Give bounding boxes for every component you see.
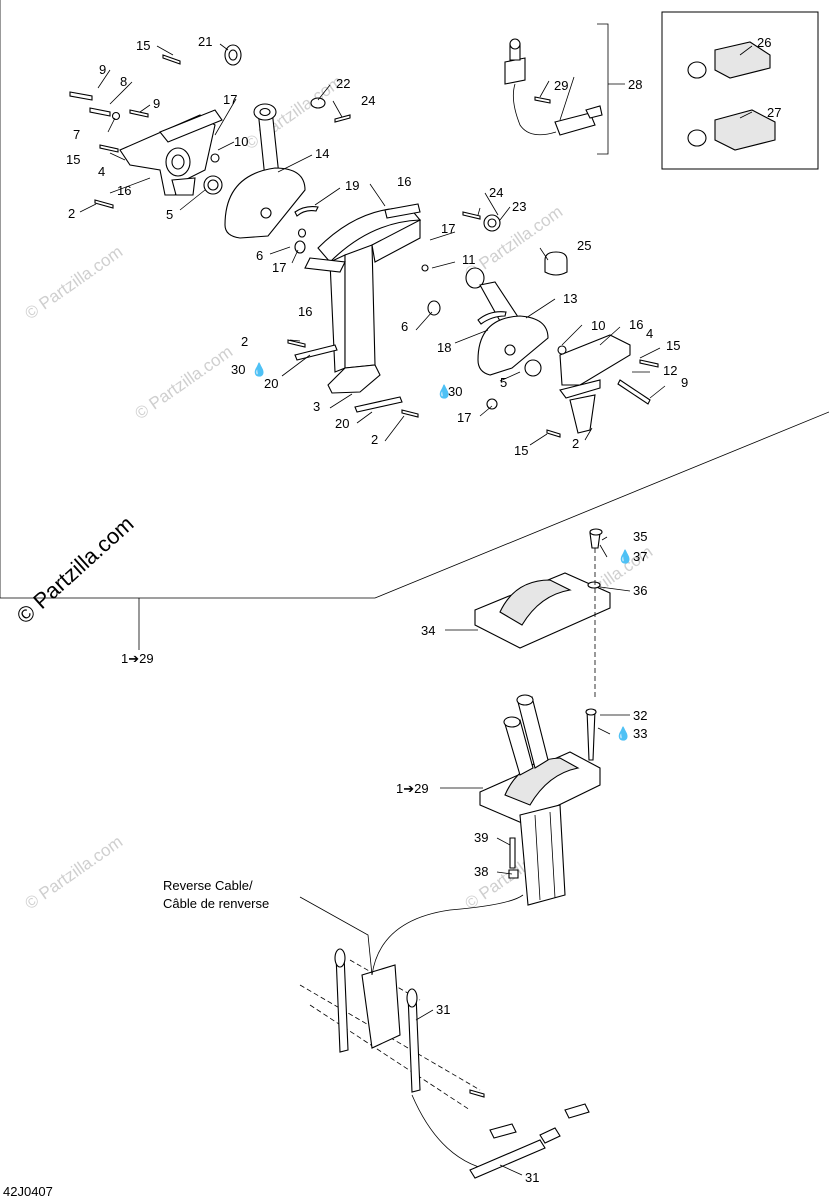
control-unit-assembly <box>479 694 601 906</box>
callout-5b: 5 <box>500 375 507 390</box>
callout-37: 37 <box>633 549 647 564</box>
callout-18: 18 <box>437 340 451 355</box>
callout-16d: 16 <box>629 317 643 332</box>
callout-6: 6 <box>256 248 263 263</box>
callout-17d: 17 <box>457 410 471 425</box>
callout-32: 32 <box>633 708 647 723</box>
bracket-28 <box>597 23 625 155</box>
callout-31b: 31 <box>525 1170 539 1185</box>
callout-assy: 1➔29 <box>121 651 154 666</box>
callout-9b: 9 <box>153 96 160 111</box>
callout-7: 7 <box>73 127 80 142</box>
callout-20b: 20 <box>335 416 349 431</box>
callout-24b: 24 <box>489 185 503 200</box>
watermark-main: © Partzilla.com <box>12 511 139 629</box>
callout-9c: 9 <box>681 375 688 390</box>
callout-11: 11 <box>462 252 476 267</box>
callout-26: 26 <box>757 35 771 50</box>
callouts: 15 21 9 8 22 24 17 9 7 10 15 14 4 16 19 … <box>3 34 781 1199</box>
callout-21: 21 <box>198 34 212 49</box>
watermark: © Partzilla.com <box>21 242 126 323</box>
right-lever-assembly <box>462 211 659 438</box>
inset-parts <box>687 41 776 151</box>
inset-box <box>661 11 819 170</box>
callout-17b: 17 <box>441 221 455 236</box>
callout-25: 25 <box>577 238 591 253</box>
callout-5: 5 <box>166 207 173 222</box>
callout-39: 39 <box>474 830 488 845</box>
center-frame-assembly <box>287 203 441 418</box>
callout-15: 15 <box>136 38 150 53</box>
callout-28: 28 <box>628 77 642 92</box>
drop-icon-d: 💧 <box>615 726 631 741</box>
callout-16b: 16 <box>397 174 411 189</box>
callout-30: 30 <box>231 362 245 377</box>
watermark: © Partzilla.com <box>131 342 236 423</box>
callout-38: 38 <box>474 864 488 879</box>
callout-24: 24 <box>361 93 375 108</box>
callout-4: 4 <box>98 164 105 179</box>
callout-12: 12 <box>663 363 677 378</box>
callout-17: 17 <box>223 92 237 107</box>
callout-10b: 10 <box>591 318 605 333</box>
callout-14: 14 <box>315 146 329 161</box>
callout-2b: 2 <box>241 334 248 349</box>
callout-3: 3 <box>313 399 320 414</box>
callout-2: 2 <box>68 206 75 221</box>
callout-34: 34 <box>421 623 435 638</box>
drop-icon-b: 💧 <box>436 384 452 399</box>
callout-20: 20 <box>264 376 278 391</box>
callout-4b: 4 <box>646 326 653 341</box>
callout-30b: 30 <box>448 384 462 399</box>
callout-17c: 17 <box>272 260 286 275</box>
callout-13: 13 <box>563 291 577 306</box>
callout-15b: 15 <box>66 152 80 167</box>
leader-lines <box>79 43 753 1176</box>
callout-16: 16 <box>117 183 131 198</box>
drop-icon: 💧 <box>251 362 267 377</box>
switch-assembly <box>504 38 603 136</box>
reverse-cable-label-fr: Câble de renverse <box>163 896 269 911</box>
callout-2d: 2 <box>572 436 579 451</box>
drop-icon-c: 💧 <box>617 549 633 564</box>
callout-assy-b: 1➔29 <box>396 781 429 796</box>
callout-16c: 16 <box>298 304 312 319</box>
callout-36: 36 <box>633 583 647 598</box>
callout-31: 31 <box>436 1002 450 1017</box>
callout-29: 29 <box>554 78 568 93</box>
callout-15c: 15 <box>666 338 680 353</box>
callout-27: 27 <box>767 105 781 120</box>
callout-8: 8 <box>120 74 127 89</box>
callout-35: 35 <box>633 529 647 544</box>
reverse-cable-label-en: Reverse Cable/ <box>163 878 253 893</box>
callout-6b: 6 <box>401 319 408 334</box>
assembly-frame <box>0 0 829 599</box>
cover-assembly <box>474 528 611 700</box>
left-control-assembly <box>69 44 351 254</box>
callout-19: 19 <box>345 178 359 193</box>
callout-2c: 2 <box>371 432 378 447</box>
callout-15d: 15 <box>514 443 528 458</box>
callout-33: 33 <box>633 726 647 741</box>
diagram-code: 42J0407 <box>3 1184 53 1199</box>
callout-10: 10 <box>234 134 248 149</box>
callout-23: 23 <box>512 199 526 214</box>
callout-9: 9 <box>99 62 106 77</box>
watermark: © Partzilla.com <box>21 832 126 913</box>
callout-22: 22 <box>336 76 350 91</box>
cable-assembly <box>299 894 590 1179</box>
